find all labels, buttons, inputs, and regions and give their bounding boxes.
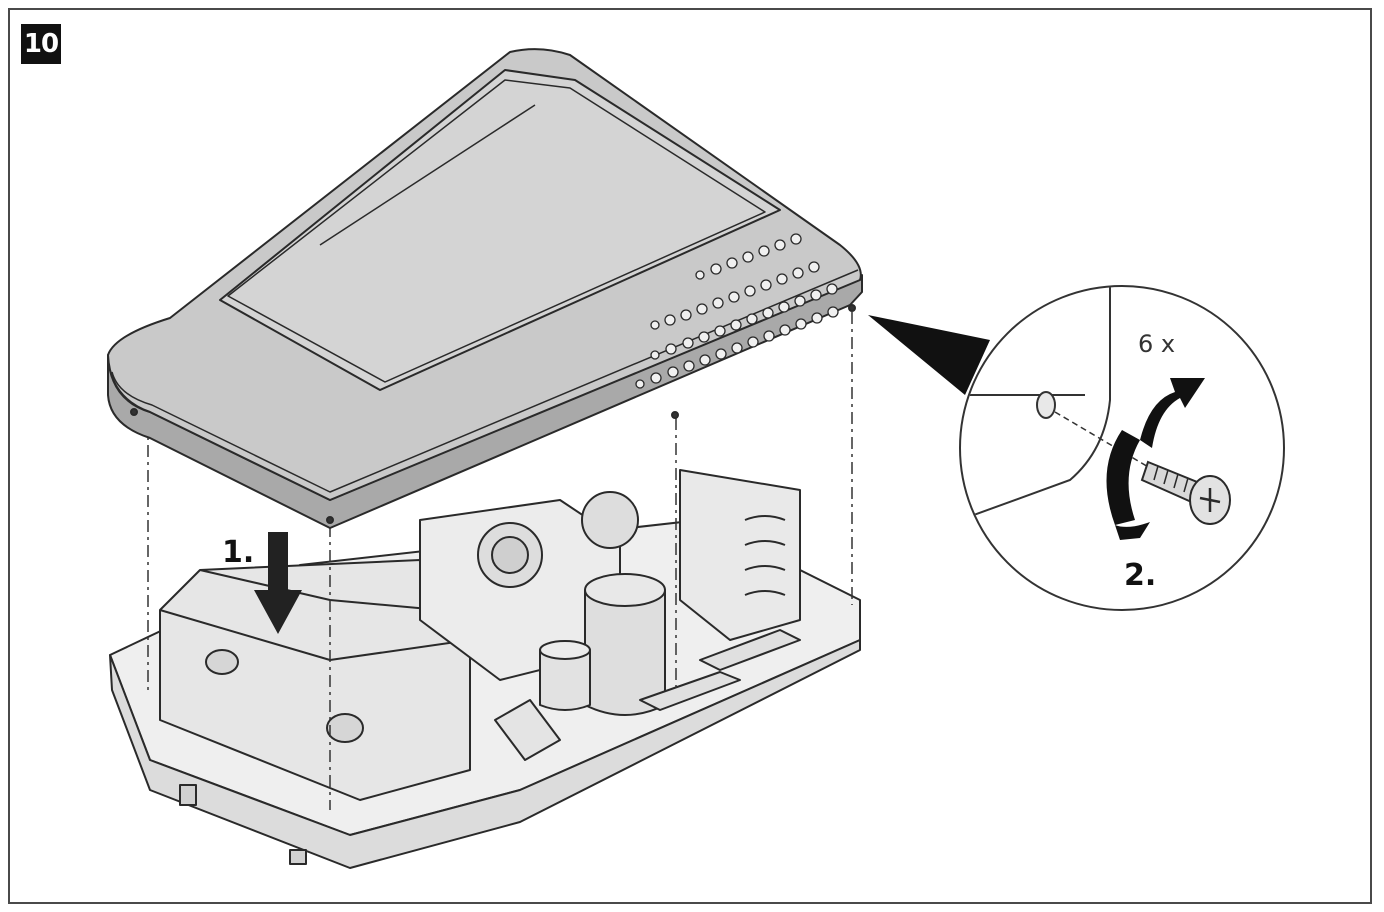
base-unit: [109, 469, 861, 869]
step1-label: 1.: [222, 535, 254, 570]
step-number-badge: 10: [21, 24, 61, 64]
detail-callout: [959, 285, 1285, 611]
down-arrow-icon: [254, 532, 302, 634]
step2-label: 2.: [1124, 558, 1156, 593]
roof-cover: [107, 48, 863, 529]
figure-frame: [8, 8, 1372, 904]
alignment-lines: [147, 312, 853, 810]
callout-pointer-icon: [868, 315, 990, 395]
screw-icon: [1140, 460, 1231, 525]
rotate-clockwise-icon: [1106, 378, 1205, 540]
screw-count-label: 6 x: [1138, 330, 1175, 358]
